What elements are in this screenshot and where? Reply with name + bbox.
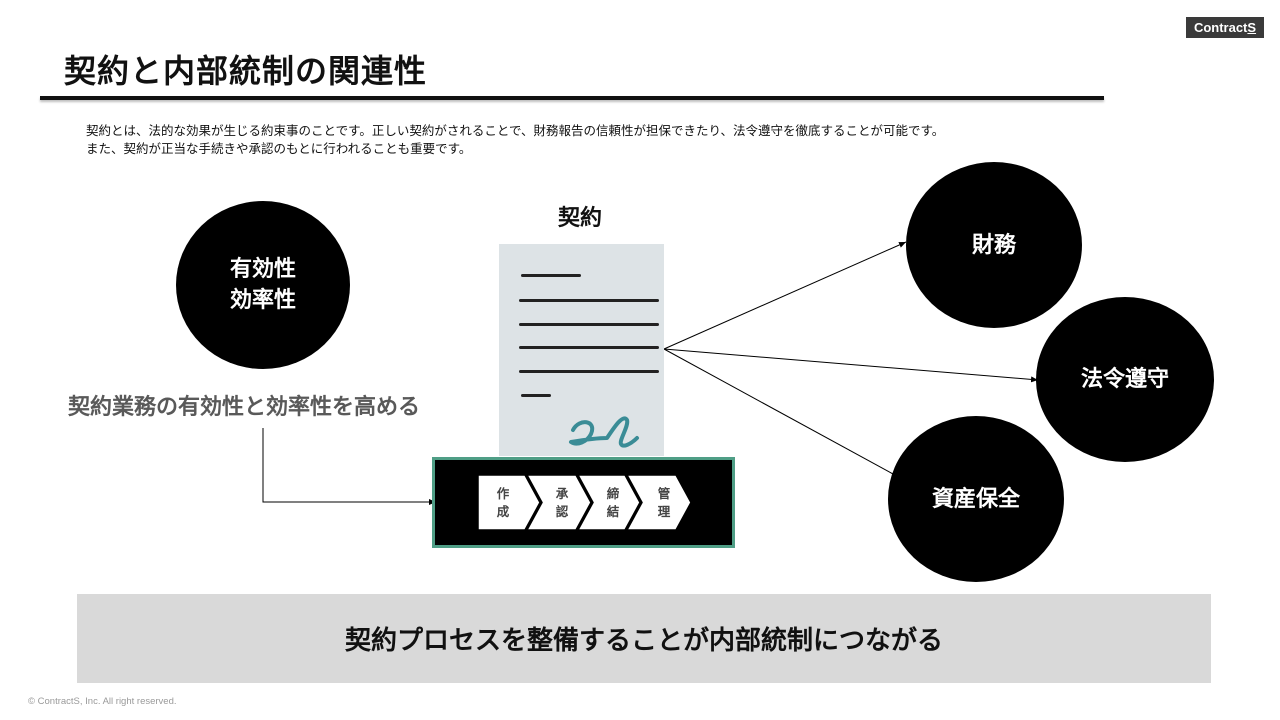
copyright-text: © ContractS, Inc. All right reserved. xyxy=(28,696,177,707)
chevron-create xyxy=(478,475,541,530)
asset-protection-circle: 資産保全 xyxy=(888,416,1064,582)
conclusion-banner: 契約プロセスを整備することが内部統制につながる xyxy=(77,594,1211,683)
doc-text-line xyxy=(519,346,659,349)
conclusion-text: 契約プロセスを整備することが内部統制につながる xyxy=(344,626,943,656)
logo-text: Contract xyxy=(1193,20,1248,35)
finance-label: 財務 xyxy=(971,232,1016,258)
chevron-manage xyxy=(626,475,691,530)
doc-text-line xyxy=(519,370,659,373)
document-label: 契約 xyxy=(558,206,603,231)
step-manage-label: 管理 xyxy=(657,486,671,519)
left-elbow-arrow xyxy=(262,428,436,505)
compliance-circle: 法令遵守 xyxy=(1036,297,1214,462)
intro-text: 契約とは、法的な効果が生じる約束事のことです。正しい契約がされることで、財務報告… xyxy=(86,122,944,158)
contract-process-box: 作成 承認 締結 管理 xyxy=(432,457,735,548)
step-sign-label: 締結 xyxy=(606,486,620,519)
page-title: 契約と内部統制の関連性 xyxy=(64,52,428,90)
title-divider xyxy=(40,96,1104,100)
arrow-to-zaimu xyxy=(663,241,907,350)
circle-line-1: 有効性 xyxy=(229,257,296,282)
intro-line-1: 契約とは、法的な効果が生じる約束事のことです。正しい契約がされることで、財務報告… xyxy=(86,123,945,138)
doc-text-line xyxy=(521,394,551,397)
process-chevrons xyxy=(478,475,691,530)
effectiveness-efficiency-circle: 有効性 効率性 xyxy=(176,201,350,369)
chevron-sign xyxy=(577,475,641,530)
logo-text-end: S xyxy=(1247,20,1257,35)
step-create-label: 作成 xyxy=(496,486,510,519)
doc-text-line xyxy=(519,299,659,302)
arrow-to-hourei xyxy=(663,348,1039,383)
signature-icon xyxy=(569,416,639,448)
contract-document-icon xyxy=(499,244,664,456)
chevron-approve xyxy=(526,475,592,530)
doc-text-line xyxy=(519,323,659,326)
step-approve-label: 承認 xyxy=(555,486,569,519)
intro-line-2: また、契約が正当な手続きや承認のもとに行われることも重要です。 xyxy=(86,141,472,156)
doc-text-line xyxy=(521,274,581,277)
contracts-logo: ContractS xyxy=(1186,17,1264,38)
left-sub-heading: 契約業務の有効性と効率性を高める xyxy=(68,395,421,420)
asset-protection-label: 資産保全 xyxy=(931,486,1020,512)
finance-circle: 財務 xyxy=(906,162,1082,328)
arrow-to-shisan xyxy=(663,348,894,475)
compliance-label: 法令遵守 xyxy=(1080,367,1169,392)
circle-line-2: 効率性 xyxy=(229,288,296,313)
